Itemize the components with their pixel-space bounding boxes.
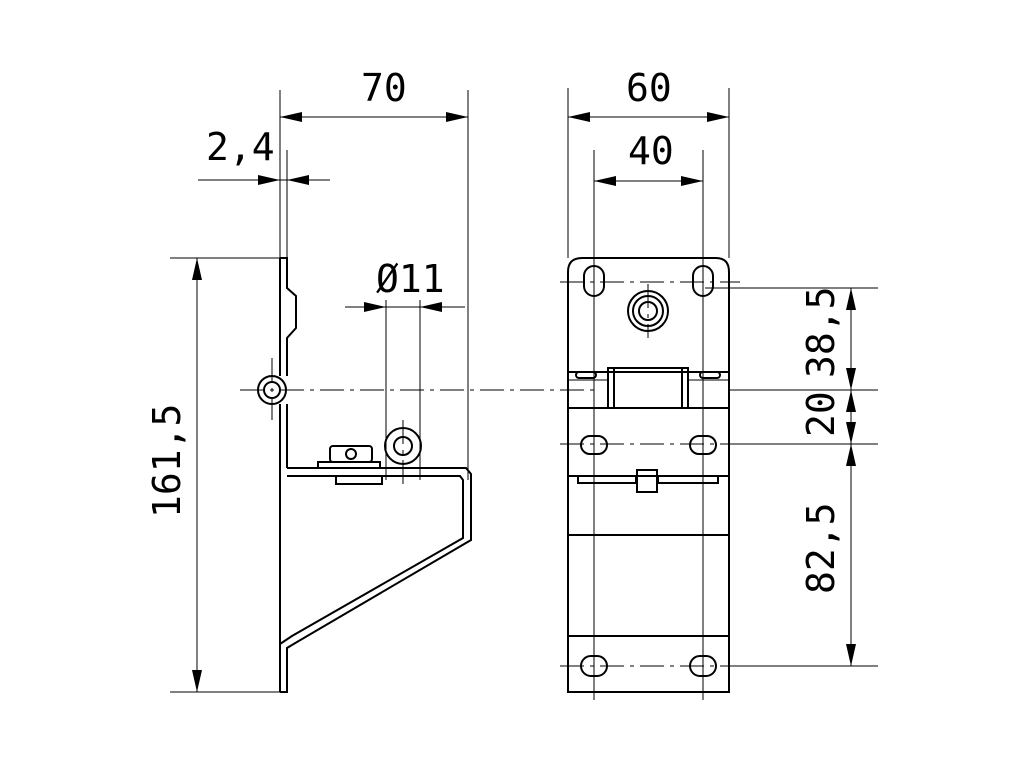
dim-line-82-5 [846, 444, 856, 666]
dim-label-38-5: 38,5 [799, 286, 843, 378]
dim-label-40: 40 [628, 129, 674, 173]
dim-line-40 [594, 176, 703, 186]
dim-line-20 [846, 390, 856, 444]
front-view: 60 40 [560, 66, 740, 700]
side-view: 70 2,4 161,5 Ø11 [145, 66, 600, 693]
dim-label-161-5: 161,5 [145, 404, 189, 518]
dim-label-diameter: Ø11 [376, 257, 445, 301]
dim-label-60: 60 [626, 66, 672, 110]
dim-label-82-5: 82,5 [799, 502, 843, 594]
dim-line-70 [280, 112, 468, 122]
dim-label-70: 70 [361, 66, 407, 110]
dim-label-20: 20 [799, 391, 843, 437]
dim-line-60 [568, 112, 729, 122]
dim-line-161-5 [192, 258, 202, 692]
dim-line-38-5 [846, 288, 856, 390]
bracket-profile [257, 257, 472, 693]
right-dimensions: 38,5 20 82,5 [705, 286, 878, 667]
dim-line-thickness [198, 175, 330, 185]
dim-label-thickness: 2,4 [206, 125, 275, 169]
